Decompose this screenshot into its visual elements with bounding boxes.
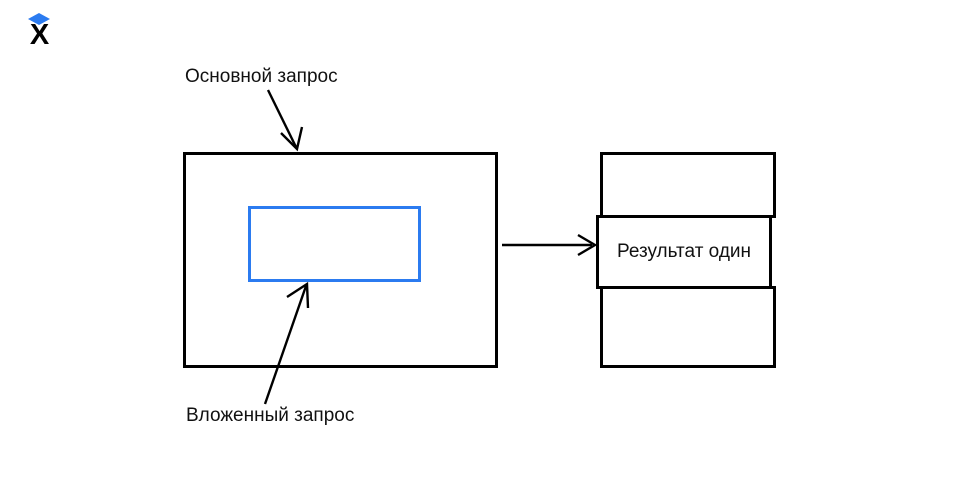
main-query-box — [183, 152, 498, 368]
logo-letter: X — [29, 19, 49, 51]
result-table-row-bottom — [600, 286, 776, 368]
result-table-row-top — [600, 152, 776, 218]
logo: X — [26, 13, 52, 50]
nested-query-box — [248, 206, 421, 282]
nested-query-label: Вложенный запрос — [186, 405, 355, 426]
result-table-row-middle: Результат один — [596, 215, 772, 289]
main-query-arrow — [266, 89, 304, 152]
flow-arrow — [502, 233, 598, 257]
main-query-label: Основной запрос — [185, 66, 338, 87]
logo-diamond-icon — [28, 13, 50, 25]
